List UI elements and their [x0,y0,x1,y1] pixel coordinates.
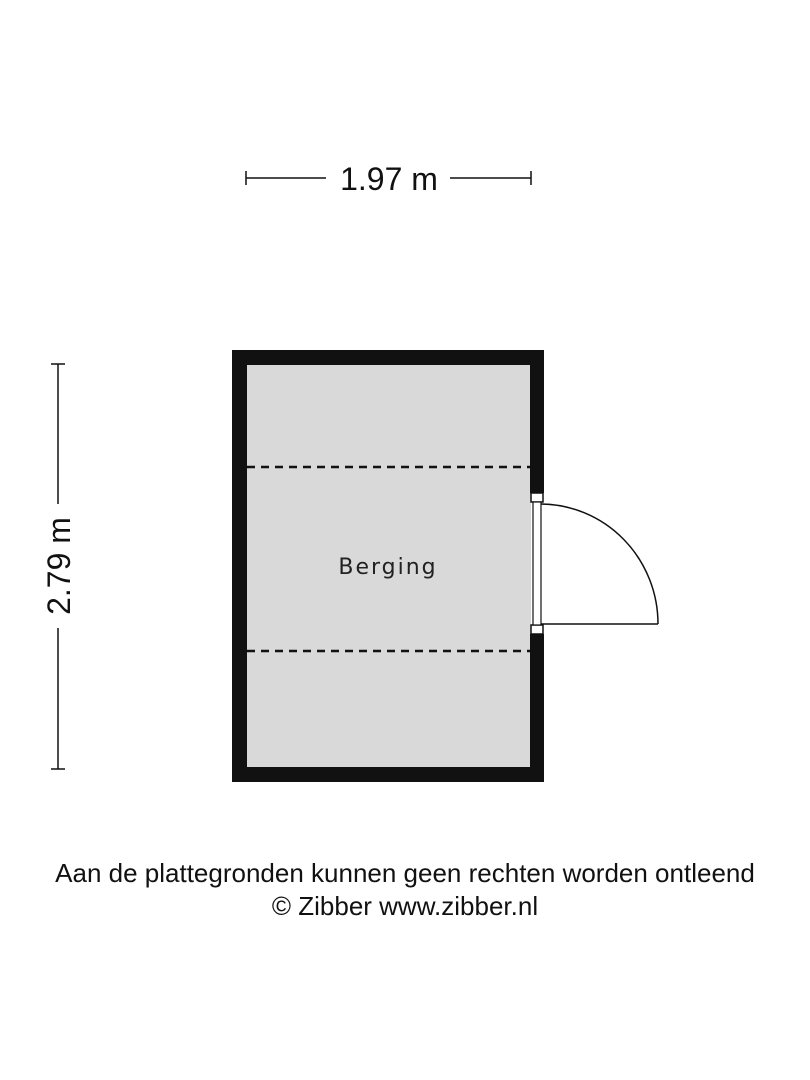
room-floor [246,364,531,768]
door-leaf [532,501,542,626]
wall-right-lower [530,634,544,782]
door-swing-arc [540,503,659,625]
wall-top [232,350,544,365]
door-jamb-top [530,492,544,503]
wall-bottom [232,767,544,782]
door [530,492,659,635]
wall-left [232,350,247,782]
door-jamb-bottom [530,624,544,635]
walls [232,350,544,782]
width-dimension-label: 1.97 m [340,161,438,197]
height-dimension: 2.79 m [41,363,77,770]
copyright-text: © Zibber www.zibber.nl [271,891,539,921]
disclaimer-text: Aan de plattegronden kunnen geen rechten… [55,858,755,888]
room-label-berging: Berging [338,555,437,580]
wall-right-upper [530,350,544,493]
height-dimension-label: 2.79 m [41,517,77,615]
width-dimension: 1.97 m [245,161,532,197]
